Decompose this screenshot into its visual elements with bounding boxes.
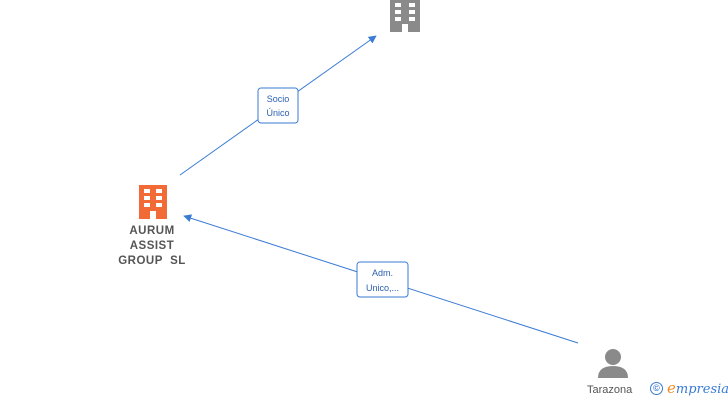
edge-label-socio-line1: Socio bbox=[267, 94, 290, 104]
building-icon-highlight[interactable] bbox=[139, 185, 167, 219]
brand-logo: © empresia bbox=[650, 379, 728, 397]
company-main-label-line3: GROUP SL bbox=[118, 255, 186, 267]
person-label[interactable]: Tarazona bbox=[587, 384, 633, 396]
building-icon[interactable] bbox=[390, 0, 420, 32]
copyright-icon: © bbox=[650, 381, 663, 395]
edge-label-socio-line2: Único bbox=[266, 108, 289, 118]
company-main-label-line2: ASSIST bbox=[129, 240, 175, 252]
brand-name-first: e bbox=[667, 379, 676, 397]
company-main-label-line1: AURUM bbox=[129, 225, 175, 237]
person-icon[interactable] bbox=[598, 349, 628, 378]
brand-name: empresia bbox=[667, 379, 728, 397]
brand-name-rest: mpresia bbox=[675, 382, 728, 397]
edge-label-socio[interactable]: Socio Único bbox=[257, 87, 299, 124]
edge-label-adm[interactable]: Adm. Unico,... bbox=[356, 261, 409, 298]
edge-label-adm-line2: Unico,... bbox=[366, 283, 399, 293]
edge-label-adm-line1: Adm. bbox=[372, 268, 393, 278]
company-main-label[interactable]: AURUM ASSIST GROUP SL bbox=[106, 224, 198, 269]
